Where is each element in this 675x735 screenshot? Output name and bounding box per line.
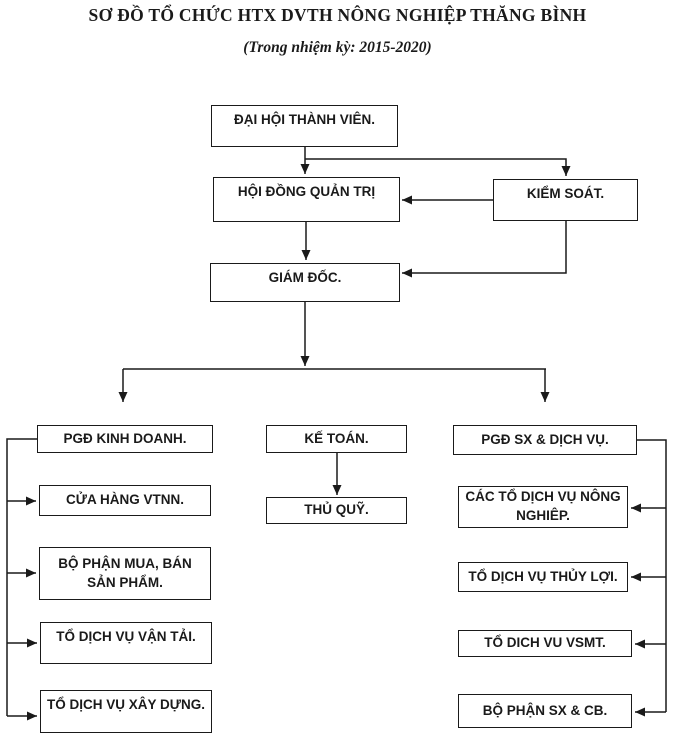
- node-kiem-soat: KIỂM SOÁT.: [493, 179, 638, 221]
- node-label: CÁC TỔ DỊCH VỤ NÔNG NGHIÊP.: [465, 489, 621, 523]
- node-bo-phan-sx-cb: BỘ PHẬN SX & CB.: [458, 694, 632, 728]
- node-ke-toan: KẾ TOÁN.: [266, 425, 407, 453]
- node-to-dich-vu-vsmt: TỔ DICH VU VSMT.: [458, 630, 632, 657]
- node-thu-quy: THỦ QUỸ.: [266, 497, 407, 524]
- node-label: KIỂM SOÁT.: [526, 186, 605, 201]
- node-label: GIÁM ĐỐC.: [268, 270, 342, 285]
- node-label: BỘ PHẬN MUA, BÁN SẢN PHẨM.: [58, 555, 192, 590]
- node-pgd-sx-dich-vu: PGĐ SX & DỊCH VỤ.: [453, 425, 637, 455]
- node-label: KẾ TOÁN.: [304, 430, 369, 446]
- node-label: TỔ DICH VU VSMT.: [484, 635, 606, 651]
- node-label: TỔ DỊCH VỤ XÂY DỰNG.: [47, 697, 205, 712]
- node-to-dich-vu-xay-dung: TỔ DỊCH VỤ XÂY DỰNG.: [40, 690, 212, 733]
- edge-daihoi-kiemsoat: [305, 158, 571, 176]
- node-cua-hang-vtnn: CỬA HÀNG VTNN.: [39, 485, 211, 516]
- right-spine: [637, 439, 667, 712]
- node-label: PGĐ KINH DOANH.: [63, 430, 187, 446]
- node-label: BỘ PHẬN SX & CB.: [482, 702, 608, 718]
- node-label: PGĐ SX & DỊCH VỤ.: [481, 431, 609, 447]
- page-subtitle: (Trong nhiệm kỳ: 2015-2020): [243, 39, 432, 56]
- node-cac-to-dich-vu-nong-nghiep: CÁC TỔ DỊCH VỤ NÔNG NGHIÊP.: [458, 486, 628, 528]
- node-to-dich-vu-van-tai: TỔ DỊCH VỤ VẬN TẢI.: [40, 622, 212, 664]
- edge-kiemsoat-giamdoc: [402, 221, 567, 278]
- node-hoi-dong-quan-tri: HỘI ĐỒNG QUẢN TRỊ: [213, 177, 400, 222]
- node-label: TỔ DỊCH VỤ VẬN TẢI.: [56, 629, 196, 644]
- node-label: CỬA HÀNG VTNN.: [66, 492, 184, 508]
- page-title: SƠ ĐỒ TỔ CHỨC HTX DVTH NÔNG NGHIỆP THĂNG…: [88, 5, 587, 25]
- node-bo-phan-mua-ban: BỘ PHẬN MUA, BÁN SẢN PHẨM.: [39, 547, 211, 600]
- left-spine: [6, 438, 37, 716]
- node-giam-doc: GIÁM ĐỐC.: [210, 263, 400, 302]
- node-label: TỔ DỊCH VỤ THỦY LỢI.: [468, 568, 618, 584]
- node-label: THỦ QUỸ.: [304, 502, 369, 518]
- node-to-dich-vu-thuy-loi: TỔ DỊCH VỤ THỦY LỢI.: [458, 562, 628, 592]
- node-dai-hoi-thanh-vien: ĐẠI HỘI THÀNH VIÊN.: [211, 105, 398, 147]
- node-label: ĐẠI HỘI THÀNH VIÊN.: [233, 112, 375, 127]
- node-pgd-kinh-doanh: PGĐ KINH DOANH.: [37, 425, 213, 453]
- node-label: HỘI ĐỒNG QUẢN TRỊ: [237, 184, 376, 199]
